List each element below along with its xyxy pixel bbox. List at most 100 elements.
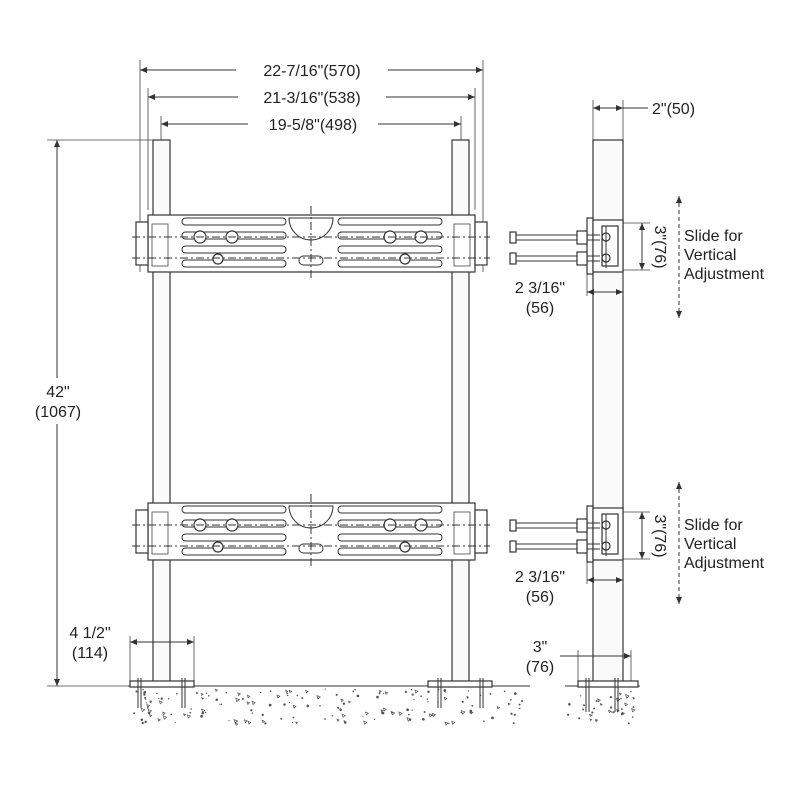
concrete-speck bbox=[337, 706, 340, 709]
dim-height-mm: (1067) bbox=[35, 404, 81, 421]
concrete-speck bbox=[612, 711, 615, 714]
concrete-speck bbox=[383, 692, 385, 695]
concrete-speck bbox=[428, 713, 433, 718]
concrete-speck bbox=[354, 688, 356, 691]
concrete-speck bbox=[620, 708, 623, 710]
concrete-speck bbox=[292, 704, 297, 709]
concrete-speck bbox=[597, 698, 602, 703]
concrete-speck bbox=[384, 691, 389, 695]
lower-offset-dim: 2 3/16" (56) bbox=[515, 560, 624, 606]
concrete-speck bbox=[331, 715, 334, 717]
concrete-speck bbox=[276, 694, 281, 699]
concrete-speck bbox=[512, 722, 515, 725]
concrete-speck bbox=[503, 690, 506, 693]
lower-mounting-plate bbox=[132, 494, 490, 568]
concrete-speck bbox=[580, 695, 582, 697]
concrete-speck bbox=[141, 721, 144, 725]
concrete-speck bbox=[376, 695, 379, 699]
concrete-speck bbox=[380, 711, 384, 715]
concrete-speck bbox=[427, 701, 429, 703]
concrete-speck bbox=[319, 704, 321, 707]
concrete-speck bbox=[144, 720, 147, 724]
concrete-speck bbox=[469, 711, 473, 714]
front-view: 22-7/16"(570) 21-3/16"(538) 19-5/8"(498)… bbox=[35, 60, 530, 727]
concrete-speck bbox=[170, 713, 172, 716]
concrete-speck bbox=[398, 711, 403, 716]
concrete-speck bbox=[147, 708, 153, 714]
concrete-speck bbox=[316, 695, 321, 700]
concrete-speck bbox=[406, 717, 412, 722]
concrete-speck bbox=[423, 711, 426, 713]
dim-overall-width: 22-7/16"(570) bbox=[140, 63, 483, 80]
concrete-speck bbox=[241, 698, 244, 700]
concrete-speck bbox=[140, 718, 144, 721]
concrete-speck bbox=[324, 718, 326, 720]
dim-depth: 2"(50) bbox=[592, 100, 695, 140]
concrete-speck bbox=[378, 689, 382, 693]
concrete-speck bbox=[420, 695, 422, 698]
lower-offset-in: 2 3/16" bbox=[515, 569, 565, 586]
dim-height: 42" (1067) bbox=[35, 139, 153, 687]
concrete-speck bbox=[186, 714, 192, 719]
concrete-speck bbox=[162, 711, 166, 716]
concrete-speck bbox=[364, 711, 370, 716]
concrete-speck bbox=[140, 707, 146, 713]
concrete-speck bbox=[413, 698, 415, 701]
upper-slide-dim-label: 3"(76) bbox=[651, 225, 668, 268]
concrete-speck bbox=[589, 718, 593, 722]
concrete-speck bbox=[443, 689, 447, 692]
concrete-speck bbox=[183, 713, 187, 717]
concrete-speck bbox=[175, 721, 177, 723]
concrete-speck bbox=[496, 706, 501, 710]
concrete-speck bbox=[431, 712, 437, 718]
concrete-speck bbox=[250, 709, 253, 712]
concrete-speck bbox=[410, 688, 413, 691]
concrete-speck bbox=[189, 711, 192, 714]
concrete-speck bbox=[228, 719, 230, 722]
concrete-speck bbox=[489, 692, 492, 695]
concrete-speck bbox=[467, 690, 470, 692]
dim-foot-width: 4 1/2" (114) bbox=[69, 625, 195, 681]
concrete-speck bbox=[599, 703, 603, 707]
concrete-speck bbox=[144, 696, 147, 699]
concrete-speck bbox=[444, 721, 449, 726]
concrete-speck bbox=[286, 692, 289, 695]
concrete-speck bbox=[625, 694, 630, 699]
concrete-speck bbox=[158, 697, 160, 700]
concrete-speck bbox=[518, 703, 521, 706]
concrete-speck bbox=[220, 703, 223, 706]
concrete-speck bbox=[135, 690, 138, 693]
concrete-speck bbox=[145, 699, 147, 701]
concrete-speck bbox=[348, 700, 352, 704]
concrete-speck bbox=[591, 711, 594, 714]
concrete-speck bbox=[510, 712, 513, 715]
concrete-speck bbox=[582, 708, 585, 711]
concrete-speck bbox=[167, 698, 170, 700]
concrete-speck bbox=[280, 717, 283, 720]
side-foot-mm: (76) bbox=[526, 659, 554, 676]
side-view: 2"(50) 3"(76) Slide for Vertical Adj bbox=[509, 100, 765, 725]
concrete-speck bbox=[160, 697, 163, 700]
concrete-speck bbox=[201, 708, 206, 714]
concrete-speck bbox=[259, 691, 262, 694]
concrete-speck bbox=[341, 713, 346, 719]
upper-offset-dim: 2 3/16" (56) bbox=[515, 272, 624, 317]
side-foot-dim: 3" (76) bbox=[526, 639, 632, 681]
side-anchor-bolts bbox=[585, 678, 619, 712]
concrete-speck bbox=[205, 692, 208, 694]
concrete-speck bbox=[246, 701, 251, 706]
lower-note-line1: Slide for bbox=[684, 517, 743, 534]
concrete-speck bbox=[301, 697, 304, 700]
concrete-speck bbox=[422, 717, 425, 721]
concrete-speck bbox=[583, 704, 585, 707]
concrete-speck bbox=[204, 711, 207, 714]
concrete-speck bbox=[269, 690, 272, 692]
concrete-speck bbox=[261, 713, 264, 717]
concrete-speck bbox=[305, 689, 309, 694]
concrete-floor-side bbox=[565, 685, 640, 725]
concrete-speck bbox=[158, 700, 163, 705]
dim-foot-mm: (114) bbox=[72, 645, 108, 662]
concrete-speck bbox=[632, 696, 636, 700]
upper-offset-in: 2 3/16" bbox=[515, 280, 565, 297]
concrete-speck bbox=[201, 697, 205, 700]
